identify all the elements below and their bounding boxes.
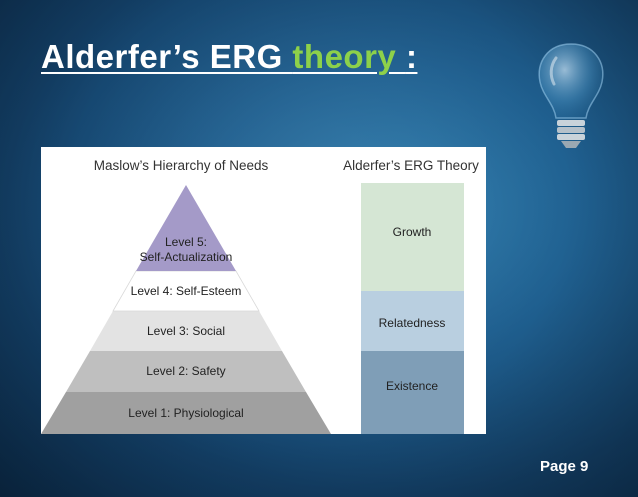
pyramid-level-2: [66, 351, 306, 392]
title-part1: Alderfer’s ERG: [41, 38, 293, 75]
maslow-erg-diagram: Maslow’s Hierarchy of Needs Alderfer’s E…: [41, 147, 486, 434]
slide-title: Alderfer’s ERG theory :: [41, 38, 417, 76]
title-accent: theory: [292, 38, 406, 75]
erg-existence-block: [361, 351, 464, 434]
level-1-label: Level 1: Physiological: [128, 406, 243, 420]
erg-heading: Alderfer’s ERG Theory: [343, 158, 479, 173]
erg-growth-label: Growth: [393, 225, 432, 239]
erg-relatedness-block: [361, 291, 464, 351]
diagram-svg: Maslow’s Hierarchy of Needs Alderfer’s E…: [41, 158, 479, 434]
level-5-label-line1: Level 5:: [165, 235, 207, 249]
level-5-label-line2: Self-Actualization: [140, 250, 233, 264]
erg-growth-block: [361, 183, 464, 291]
level-3-label: Level 3: Social: [147, 324, 225, 338]
maslow-heading: Maslow’s Hierarchy of Needs: [94, 158, 269, 173]
title-part2: :: [405, 38, 418, 75]
lightbulb-icon: [538, 43, 604, 148]
erg-relatedness-label: Relatedness: [379, 316, 446, 330]
pyramid-level-1: [41, 392, 331, 434]
page-number: Page 9: [540, 458, 589, 475]
level-2-label: Level 2: Safety: [146, 364, 225, 378]
erg-existence-label: Existence: [386, 379, 438, 393]
pyramid-level-3: [90, 311, 282, 351]
pyramid-level-5: [136, 185, 236, 271]
level-4-label: Level 4: Self-Esteem: [131, 284, 242, 298]
